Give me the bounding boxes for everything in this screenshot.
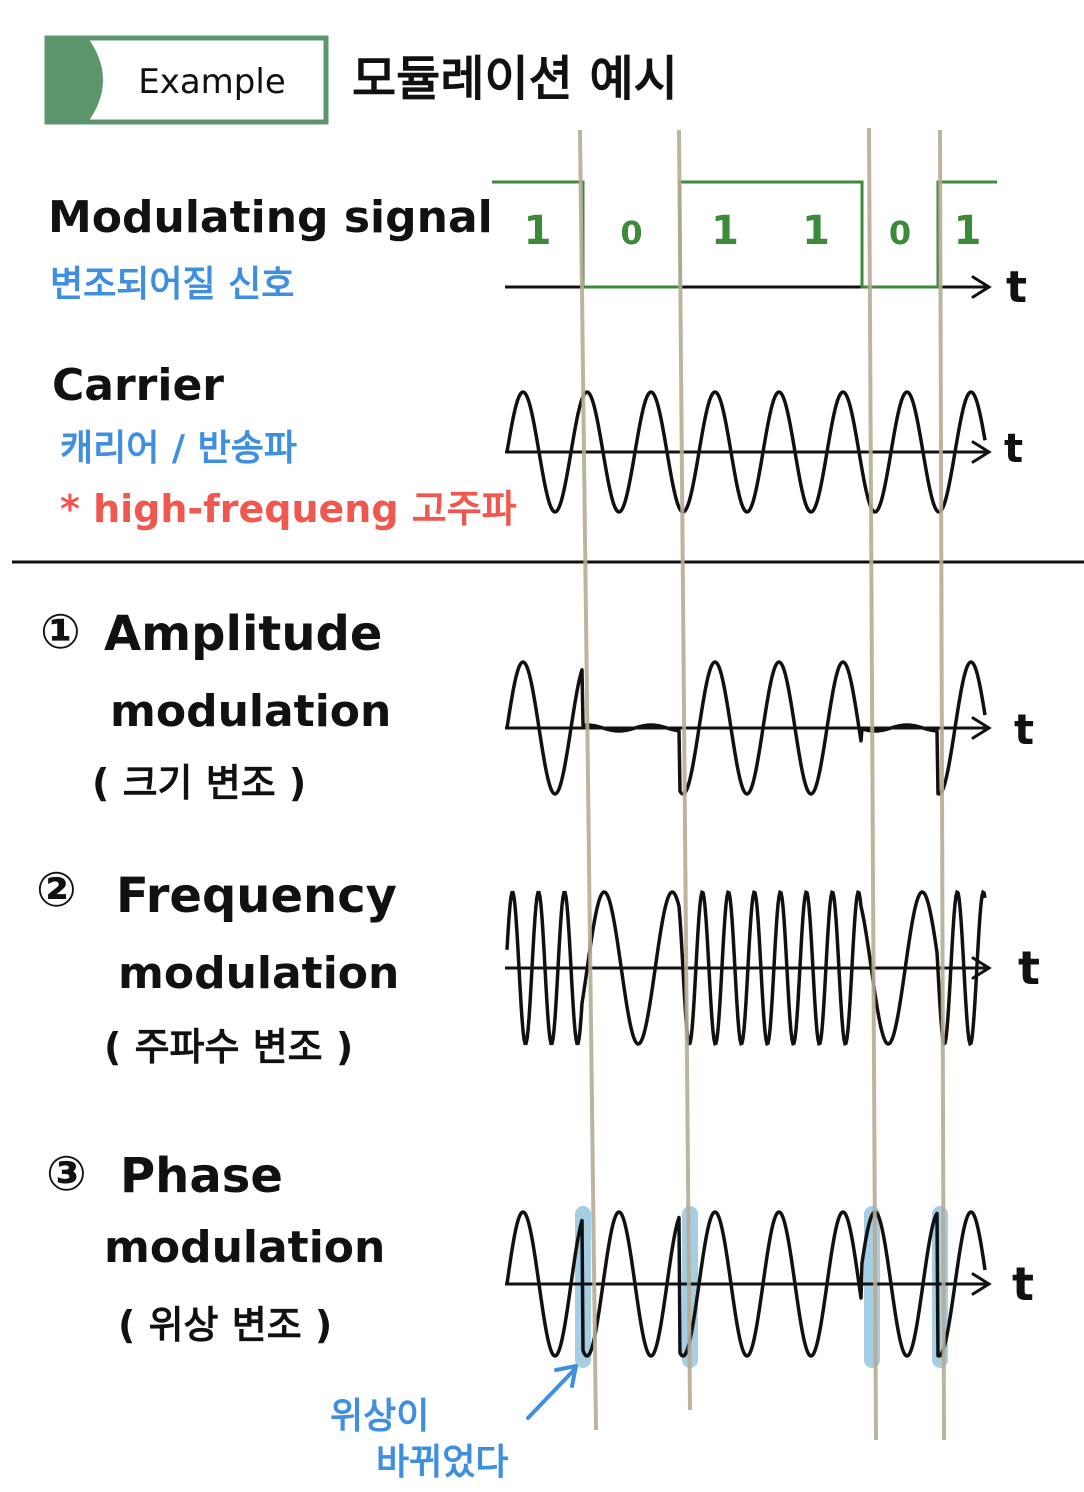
example-badge: Example bbox=[44, 35, 329, 125]
badge-label: Example bbox=[138, 62, 286, 102]
pm-title-2: modulation bbox=[104, 1222, 385, 1273]
bit-label-4: 1 bbox=[802, 208, 830, 254]
boundary-guide-1 bbox=[578, 129, 598, 1431]
carrier-note: * high-frequeng 고주파 bbox=[60, 487, 517, 531]
fm-axis-label: t bbox=[1018, 941, 1040, 995]
bit-boundary-guides bbox=[578, 127, 946, 1441]
am-title-2: modulation bbox=[110, 686, 391, 737]
bit-labels: 1 0 1 1 0 1 bbox=[524, 208, 982, 254]
am-number: ① bbox=[40, 604, 81, 660]
carrier-axis-label: t bbox=[1004, 426, 1023, 472]
fm-korean: ( 주파수 변조 ) bbox=[104, 1025, 353, 1069]
pm-axis-label: t bbox=[1012, 1257, 1034, 1311]
modulating-title: Modulating signal bbox=[48, 192, 493, 243]
bit-label-2: 0 bbox=[620, 214, 642, 252]
annotation-arrow bbox=[526, 1368, 576, 1420]
pm-title-1: Phase bbox=[120, 1148, 283, 1204]
fm-title-2: modulation bbox=[118, 948, 399, 999]
page-title: 모듈레이션 예시 bbox=[352, 51, 678, 107]
boundary-guide-2 bbox=[677, 129, 692, 1411]
boundary-guide-3 bbox=[867, 127, 878, 1441]
carrier-axis-arrow bbox=[971, 440, 992, 464]
annotation-line-1: 위상이 bbox=[330, 1396, 429, 1437]
bit-label-1: 1 bbox=[524, 208, 552, 254]
modulating-axis-arrow bbox=[971, 275, 992, 299]
carrier-korean: 캐리어 / 반송파 bbox=[60, 428, 297, 469]
waveforms bbox=[492, 180, 997, 1358]
bit-label-5: 0 bbox=[889, 214, 911, 252]
fm-number: ② bbox=[36, 862, 77, 918]
bit-label-3: 1 bbox=[711, 208, 739, 254]
phase-annotation: 위상이 바뀌었다 bbox=[330, 1364, 578, 1483]
pm-korean: ( 위상 변조 ) bbox=[118, 1303, 332, 1347]
am-title-1: Amplitude bbox=[104, 606, 382, 662]
am-korean: ( 크기 변조 ) bbox=[92, 761, 306, 805]
pm-number: ③ bbox=[46, 1146, 87, 1202]
carrier-wave bbox=[505, 390, 987, 514]
modulating-axis-label: t bbox=[1006, 262, 1027, 313]
bit-label-6: 1 bbox=[954, 208, 982, 254]
am-axis-label: t bbox=[1014, 705, 1034, 754]
carrier-title: Carrier bbox=[52, 360, 224, 411]
annotation-arrowhead bbox=[554, 1364, 578, 1388]
fm-wave bbox=[505, 889, 987, 1047]
modulating-square-wave bbox=[492, 180, 997, 289]
pm-axis-arrow bbox=[971, 1272, 992, 1296]
annotation-line-2: 바뀌었다 bbox=[376, 1442, 508, 1483]
fm-title-1: Frequency bbox=[116, 868, 397, 924]
pm-wave bbox=[505, 1210, 987, 1358]
boundary-guide-4 bbox=[938, 129, 946, 1441]
modulating-korean: 변조되어질 신호 bbox=[50, 264, 294, 305]
am-axis-arrow bbox=[971, 716, 992, 740]
